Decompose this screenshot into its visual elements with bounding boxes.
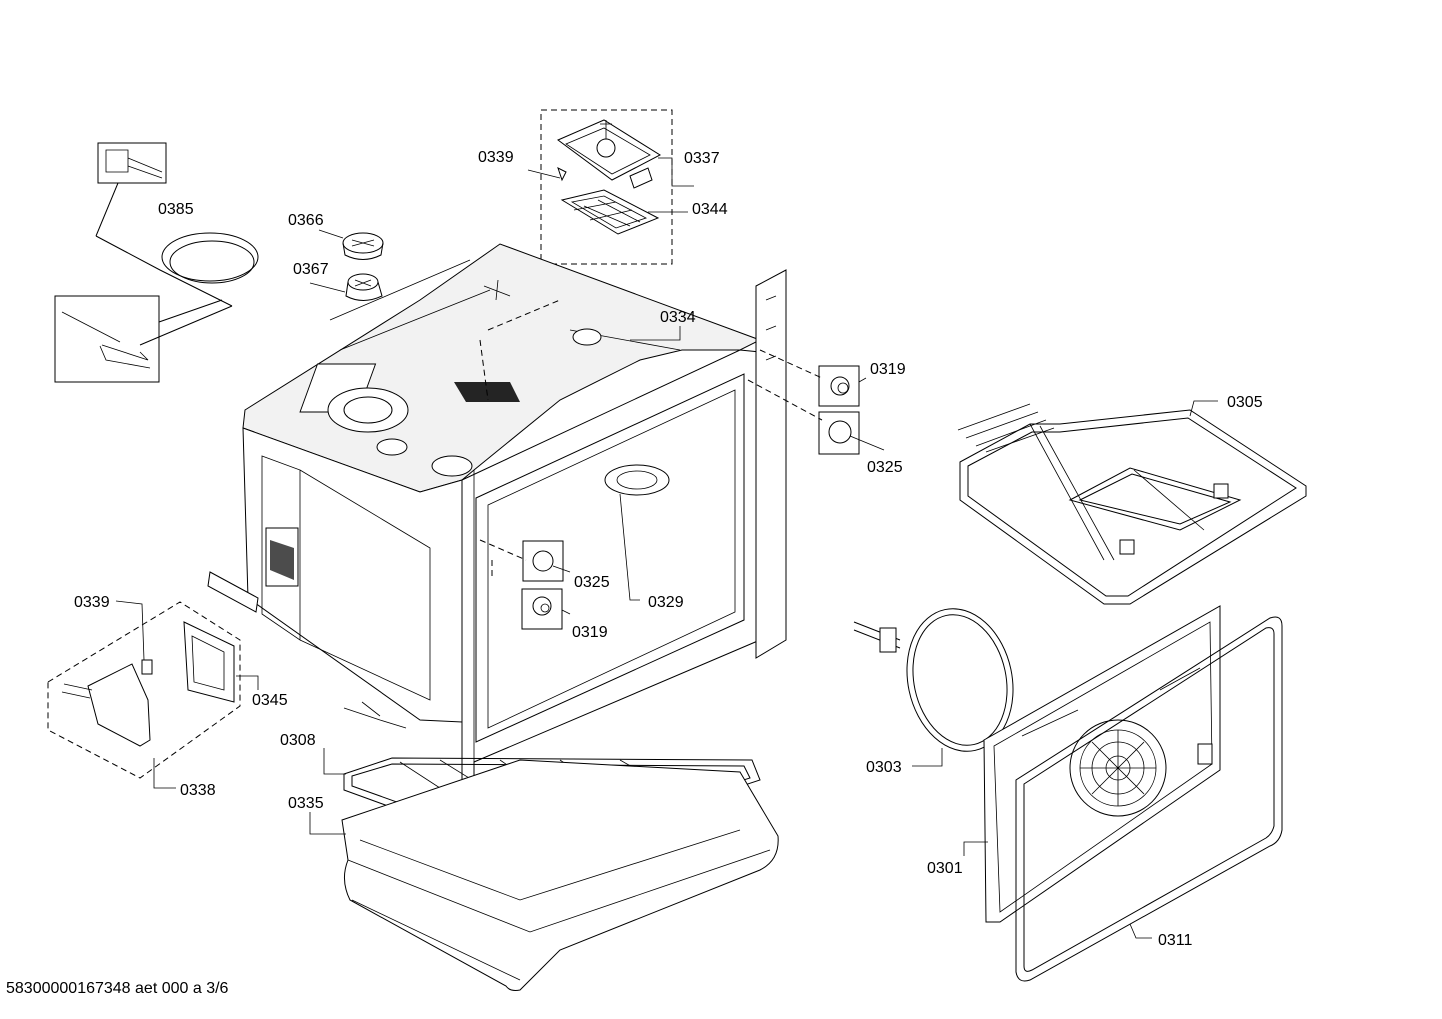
label-0334: 0334 [660,309,696,326]
label-0385: 0385 [158,201,194,218]
label-0325-mid: 0325 [574,574,610,591]
fan-motor-assembly-0337 [527,109,694,265]
label-0303: 0303 [866,759,902,776]
label-0339-left: 0339 [74,594,110,611]
label-0339-top: 0339 [478,149,514,166]
label-0367: 0367 [293,261,329,278]
label-0319-right: 0319 [870,361,906,378]
label-0344: 0344 [692,201,728,218]
label-0308: 0308 [280,732,316,749]
label-0338: 0338 [180,782,216,799]
label-0335: 0335 [288,795,324,812]
document-footer: 58300000167348 aet 000 a 3/6 [6,980,229,997]
lamp-0319-mid [491,493,640,630]
control-box-0338 [47,600,259,789]
lamp-cover-0325-right [747,379,885,455]
cable-assembly-0385 [54,142,259,383]
label-0337: 0337 [684,150,720,167]
label-0319-mid: 0319 [572,624,608,641]
label-0325-right: 0325 [867,459,903,476]
knob-0367 [309,273,383,301]
knob-0366 [318,229,384,260]
label-0301: 0301 [927,860,963,877]
label-0366: 0366 [288,212,324,229]
lamp-0319-right [759,349,867,407]
part-labels: 0385 0366 0367 0339 0337 0344 0334 0319 … [74,149,1263,949]
oven-cavity-0334 [207,243,787,822]
label-0329: 0329 [648,594,684,611]
lamp-cover-0325-mid [479,539,571,582]
label-0345: 0345 [252,692,288,709]
rear-panel-0301 [963,605,1221,923]
grill-heater-0305 [957,400,1307,605]
label-0311: 0311 [1158,932,1193,949]
bottom-insulation-0335 [309,759,779,991]
label-0305: 0305 [1227,394,1263,411]
door-seal-0311 [1015,616,1283,982]
ring-heater-0303 [853,608,1014,767]
